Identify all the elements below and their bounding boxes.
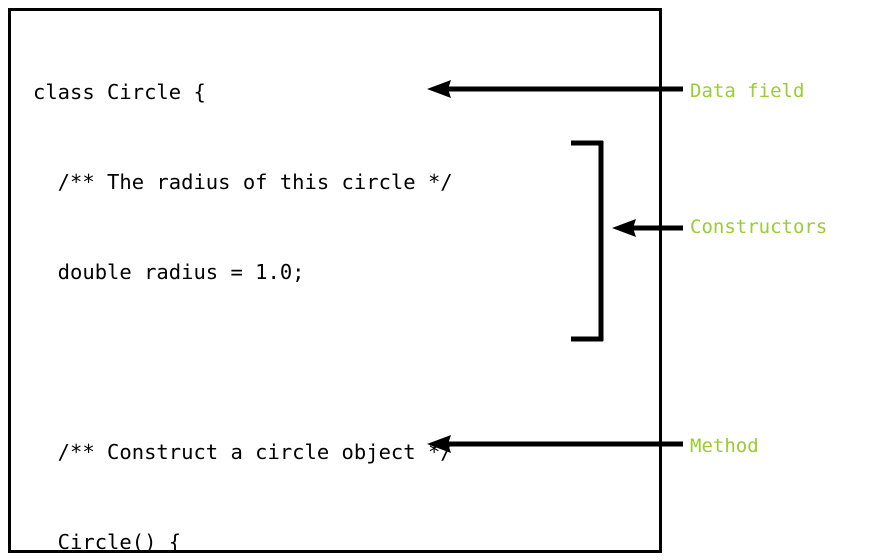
code-line: Circle() { <box>33 530 182 554</box>
code-box: class Circle { /** The radius of this ci… <box>8 8 662 554</box>
code-line: /** Construct a circle object */ <box>33 440 453 464</box>
annotation-label-data-field: Data field <box>690 80 805 102</box>
annotation-label-constructors: Constructors <box>690 216 828 238</box>
code-line <box>33 347 514 377</box>
code-line: class Circle { <box>33 80 206 104</box>
code-line: /** The radius of this circle */ <box>33 170 453 194</box>
code-line: double radius = 1.0; <box>33 260 305 284</box>
annotation-label-method: Method <box>690 435 759 457</box>
code-listing: class Circle { /** The radius of this ci… <box>33 17 514 560</box>
